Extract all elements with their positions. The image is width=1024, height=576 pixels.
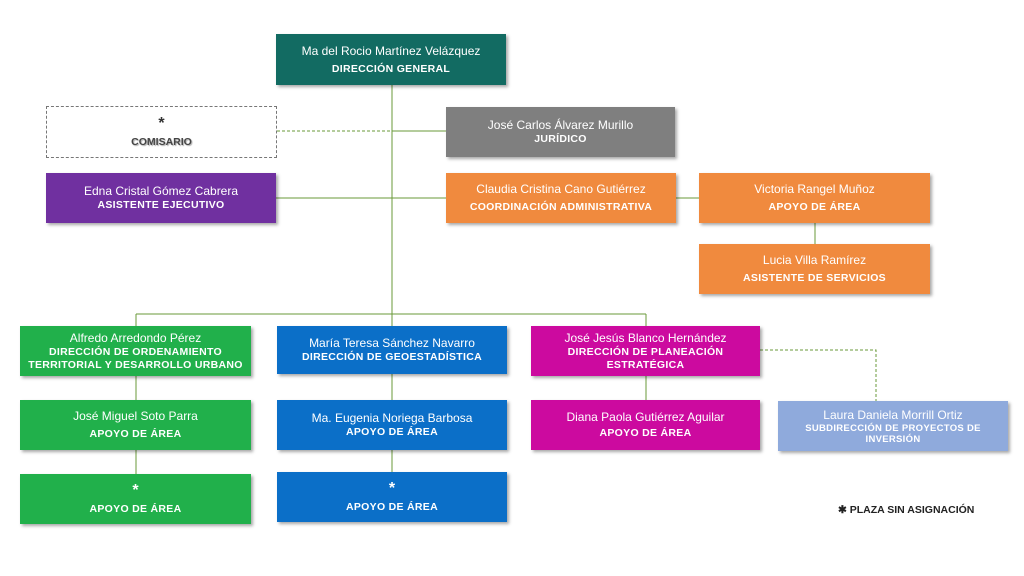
- node-role: COMISARIO: [131, 136, 192, 148]
- node-comisario: * COMISARIO: [46, 106, 277, 158]
- node-role: APOYO DE ÁREA: [89, 502, 182, 515]
- node-role: ASISTENTE DE SERVICIOS: [743, 272, 886, 284]
- node-name: Ma del Rocio Martínez Velázquez: [301, 43, 481, 58]
- node-role: DIRECCIÓN DE PLANEACIÓN ESTRATÉGICA: [567, 345, 724, 371]
- node-asistente-servicios: Lucia Villa Ramírez ASISTENTE DE SERVICI…: [699, 244, 930, 294]
- node-role: DIRECCIÓN DE ORDENAMIENTO TERRITORIAL Y …: [28, 345, 243, 371]
- node-apoyo-area-admin: Victoria Rangel Muñoz APOYO DE ÁREA: [699, 173, 930, 223]
- node-role: JURÍDICO: [534, 133, 587, 145]
- node-name: María Teresa Sánchez Navarro: [309, 336, 475, 350]
- node-apoyo-planeacion: Diana Paola Gutiérrez Aguilar APOYO DE Á…: [531, 400, 760, 450]
- node-role: APOYO DE ÁREA: [346, 500, 438, 513]
- node-role: APOYO DE ÁREA: [346, 426, 438, 438]
- legend-vacancy: ✱ PLAZA SIN ASIGNACIÓN: [838, 504, 975, 516]
- node-role: APOYO DE ÁREA: [89, 428, 182, 440]
- node-apoyo-geoestadistica: Ma. Eugenia Noriega Barbosa APOYO DE ÁRE…: [277, 400, 507, 450]
- node-name: Lucia Villa Ramírez: [762, 253, 867, 267]
- node-name: José Carlos Álvarez Murillo: [487, 118, 634, 132]
- vacancy-mark: *: [158, 115, 165, 132]
- node-name: Alfredo Arredondo Pérez: [69, 330, 202, 345]
- node-name: José Miguel Soto Parra: [73, 409, 198, 423]
- node-direccion-geoestadistica: María Teresa Sánchez Navarro DIRECCIÓN D…: [277, 326, 507, 374]
- node-name: José Jesús Blanco Hernández: [564, 330, 727, 345]
- node-apoyo-ordenamiento: José Miguel Soto Parra APOYO DE ÁREA: [20, 400, 251, 450]
- node-juridico: José Carlos Álvarez Murillo JURÍDICO: [446, 107, 675, 157]
- node-name: Ma. Eugenia Noriega Barbosa: [311, 411, 473, 425]
- node-apoyo-ordenamiento-vacante: * APOYO DE ÁREA: [20, 474, 251, 524]
- node-direccion-general: Ma del Rocio Martínez Velázquez DIRECCIÓ…: [276, 34, 506, 85]
- node-name: Victoria Rangel Muñoz: [754, 182, 875, 196]
- node-name: Diana Paola Gutiérrez Aguilar: [566, 410, 725, 424]
- node-role: SUBDIRECCIÓN DE PROYECTOS DE INVERSIÓN: [805, 422, 981, 445]
- vacancy-mark: *: [132, 481, 139, 499]
- node-name: Laura Daniela Morrill Ortiz: [823, 407, 963, 422]
- vacancy-mark: *: [388, 479, 396, 497]
- node-coordinacion-administrativa: Claudia Cristina Cano Gutiérrez COORDINA…: [446, 173, 676, 223]
- node-apoyo-geoestadistica-vacante: * APOYO DE ÁREA: [277, 472, 507, 522]
- node-role: APOYO DE ÁREA: [599, 427, 692, 439]
- node-asistente-ejecutivo: Edna Cristal Gómez Cabrera ASISTENTE EJE…: [46, 173, 276, 223]
- node-direccion-ordenamiento: Alfredo Arredondo Pérez DIRECCIÓN DE ORD…: [20, 326, 251, 376]
- node-role: DIRECCIÓN GENERAL: [331, 62, 451, 75]
- connector-proyectos-inversion: [760, 349, 877, 401]
- node-role: DIRECCIÓN DE GEOESTADÍSTICA: [301, 351, 482, 363]
- node-subdireccion-proyectos-inversion: Laura Daniela Morrill Ortiz SUBDIRECCIÓN…: [778, 401, 1008, 451]
- node-role: ASISTENTE EJECUTIVO: [97, 199, 225, 211]
- node-name: Claudia Cristina Cano Gutiérrez: [476, 182, 646, 196]
- node-direccion-planeacion: José Jesús Blanco Hernández DIRECCIÓN DE…: [531, 326, 760, 376]
- node-name: Edna Cristal Gómez Cabrera: [83, 184, 239, 198]
- node-role: COORDINACIÓN ADMINISTRATIVA: [469, 201, 653, 213]
- node-role: APOYO DE ÁREA: [768, 201, 861, 213]
